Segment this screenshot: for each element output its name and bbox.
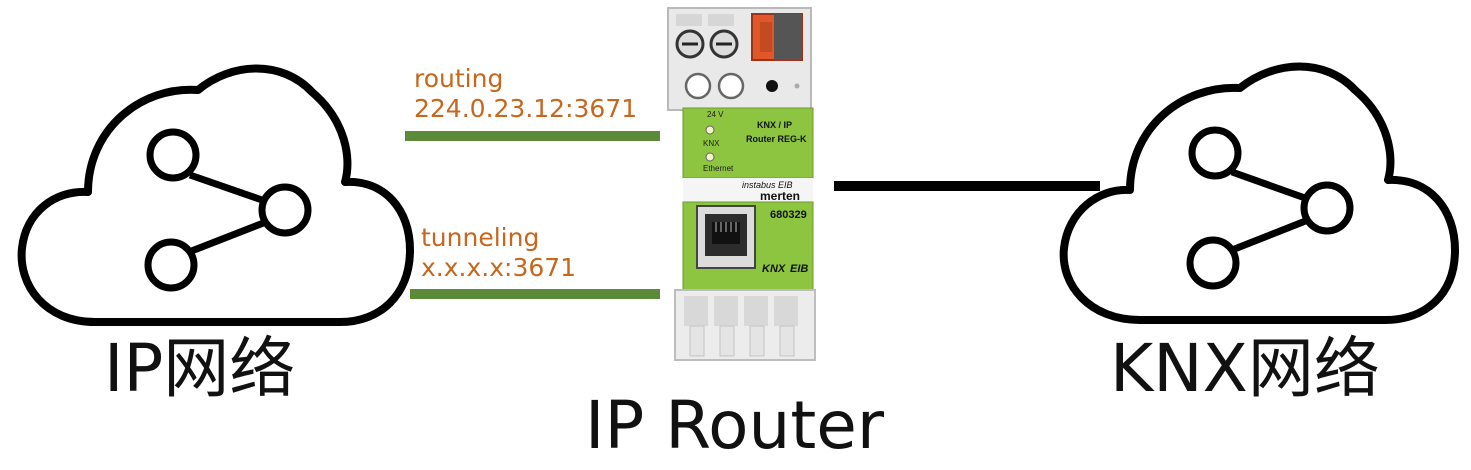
device-brand-small: instabus EIB [742, 180, 793, 190]
device-model: 680329 [770, 209, 807, 221]
routing-label: routing 224.0.23.12:3671 [414, 64, 637, 124]
knx-led-icon [705, 125, 715, 135]
ip-cloud-icon [17, 64, 414, 326]
device-logo-eib: EIB [790, 263, 808, 275]
screw-terminal-icon [675, 29, 739, 59]
knx-cloud-icon [1059, 62, 1459, 324]
tunneling-address: x.x.x.x:3671 [421, 253, 577, 282]
tunneling-label: tunneling x.x.x.x:3671 [421, 223, 576, 283]
routing-name: routing [414, 64, 504, 93]
router-label: IP Router [585, 387, 884, 464]
device-logo-knx: KNX [762, 263, 786, 275]
ethernet-led-icon [705, 152, 715, 162]
device-led-knx-label: KNX [703, 139, 720, 148]
ethernet-port-icon [696, 205, 756, 269]
program-button-icon [766, 80, 778, 92]
device-title-line1: KNX / IP [757, 120, 792, 130]
routing-address: 224.0.23.12:3671 [414, 94, 638, 123]
ip-network-label: IP网络 [104, 330, 296, 407]
device-title-line2: Router REG-K [746, 134, 807, 144]
tunneling-name: tunneling [421, 223, 540, 252]
bus-terminal-icon [751, 13, 803, 61]
router-device: 24 V KNX Ethernet KNX / IP Router REG-K … [667, 7, 816, 361]
knx-network-label: KNX网络 [1110, 330, 1380, 407]
device-led-ethernet-label: Ethernet [703, 164, 734, 173]
device-brand: merten [760, 189, 800, 203]
device-voltage: 24 V [707, 110, 724, 119]
